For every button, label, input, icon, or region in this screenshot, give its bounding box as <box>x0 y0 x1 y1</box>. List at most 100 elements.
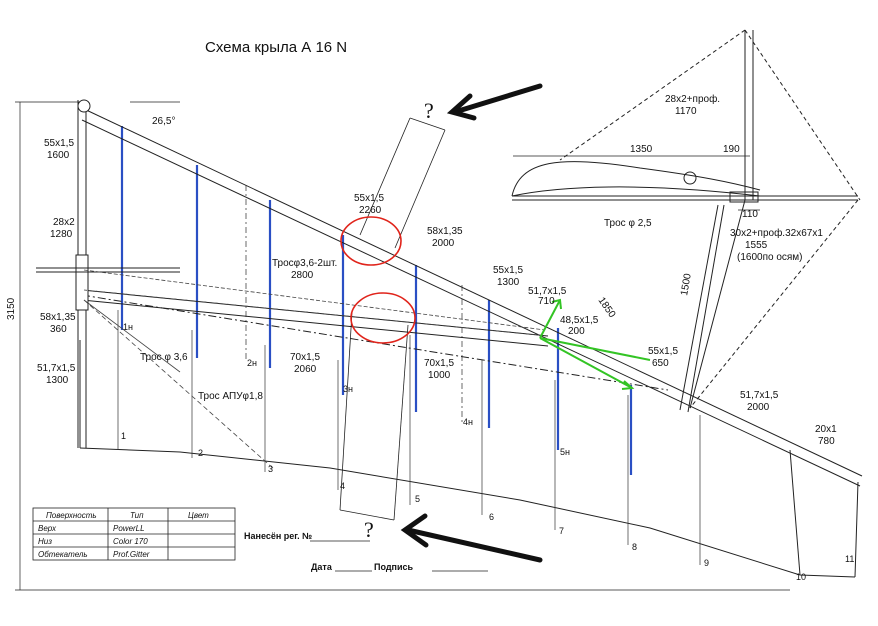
svg-text:30x2+проф.32x67x1: 30x2+проф.32x67x1 <box>730 227 823 239</box>
svg-text:1170: 1170 <box>675 106 697 117</box>
svg-text:2000: 2000 <box>432 238 455 249</box>
svg-text:Тросφ3,6-2шт.: Тросφ3,6-2шт. <box>272 258 337 269</box>
battens <box>120 126 633 475</box>
svg-text:55x1,5: 55x1,5 <box>493 265 523 276</box>
svg-text:1300: 1300 <box>497 277 520 288</box>
svg-text:55x1,5: 55x1,5 <box>354 193 384 204</box>
svg-text:51,7x1,5: 51,7x1,5 <box>740 390 779 401</box>
cables <box>83 269 549 471</box>
svg-text:Поверхность: Поверхность <box>46 511 97 520</box>
svg-text:200: 200 <box>568 326 585 337</box>
svg-text:1300: 1300 <box>46 375 69 386</box>
svg-text:7: 7 <box>559 526 564 536</box>
svg-text:58x1,35: 58x1,35 <box>40 312 76 323</box>
sail-outline <box>79 340 859 578</box>
question-mark-top: ? <box>424 98 434 123</box>
reg-label: Нанесён рег. № <box>244 531 312 541</box>
keel <box>36 99 180 448</box>
svg-text:650: 650 <box>652 358 669 369</box>
svg-text:55x1,5: 55x1,5 <box>648 346 678 357</box>
cable-apu-label: Трос АПУφ1,8 <box>198 391 263 402</box>
svg-text:58x1,35: 58x1,35 <box>427 226 463 237</box>
svg-text:1000: 1000 <box>428 370 451 381</box>
svg-text:8: 8 <box>632 542 637 552</box>
cable-labels: Трос φ 2,5 Трос φ 3,6 Трос АПУφ1,8 <box>140 218 652 402</box>
svg-text:11: 11 <box>845 554 854 564</box>
svg-text:55x1,5: 55x1,5 <box>44 138 74 149</box>
svg-text:1600: 1600 <box>47 150 70 161</box>
svg-text:3н: 3н <box>343 384 353 394</box>
svg-text:51,7x1,5: 51,7x1,5 <box>528 286 567 297</box>
date-label: Дата <box>311 562 333 572</box>
svg-text:9: 9 <box>704 558 709 568</box>
svg-text:2н: 2н <box>247 358 257 368</box>
svg-text:Цвет: Цвет <box>188 511 209 520</box>
cable-25-label: Трос φ 2,5 <box>604 218 652 229</box>
height-label: 3150 <box>6 297 17 320</box>
bottom-label: 110 <box>742 209 758 220</box>
svg-text:Тип: Тип <box>130 511 144 520</box>
svg-text:2800: 2800 <box>291 270 314 281</box>
table-text: Поверхность Тип Цвет Верх PowerLL Низ Co… <box>38 511 209 559</box>
svg-text:Низ: Низ <box>38 537 52 546</box>
svg-text:360: 360 <box>50 324 67 335</box>
mast-label: 1500 <box>679 272 694 296</box>
section-dims <box>15 101 790 591</box>
svg-text:780: 780 <box>818 436 835 447</box>
svg-text:1280: 1280 <box>50 229 73 240</box>
rib-numbers: 1 2 3 4 5 6 7 8 9 10 11 <box>121 431 854 582</box>
svg-text:20x1: 20x1 <box>815 424 837 435</box>
rear-label: 190 <box>723 144 740 155</box>
measure-lines <box>339 117 446 521</box>
svg-text:710: 710 <box>538 296 555 307</box>
svg-text:1: 1 <box>121 431 126 441</box>
cross-section <box>511 29 861 413</box>
batten-labels: 1н 2н 3н 4н 5н <box>123 322 570 457</box>
dim-label: 28x2+проф.1170 <box>665 93 720 117</box>
green-arrows <box>539 298 651 390</box>
diagram-title: Схема крыла А 16 N <box>205 39 347 56</box>
svg-text:51,7x1,5: 51,7x1,5 <box>37 363 76 374</box>
sign-label: Подпись <box>374 562 414 572</box>
svg-text:3: 3 <box>268 464 273 474</box>
question-mark-bottom: ? <box>364 517 374 542</box>
svg-text:Prof.Gitter: Prof.Gitter <box>113 550 150 559</box>
svg-text:4: 4 <box>340 481 345 491</box>
cross-bar <box>81 289 669 391</box>
svg-text:2: 2 <box>198 448 203 458</box>
dashed-ribs <box>245 185 463 425</box>
materials-table <box>32 507 236 561</box>
dim-label: Тросφ3,6-2шт.2800 <box>272 258 337 281</box>
svg-text:2060: 2060 <box>294 364 317 375</box>
svg-text:Color 170: Color 170 <box>113 537 148 546</box>
leading-edge-tube <box>81 107 863 487</box>
rib-lines <box>117 310 701 565</box>
highlight-circles <box>340 216 416 344</box>
svg-text:28x2+проф.: 28x2+проф. <box>665 93 720 105</box>
svg-text:70x1,5: 70x1,5 <box>424 358 454 369</box>
pointer-arrows <box>400 83 543 563</box>
svg-text:6: 6 <box>489 512 494 522</box>
angle-label: 26,5° <box>152 116 175 127</box>
svg-text:10: 10 <box>796 572 806 582</box>
svg-text:28x2: 28x2 <box>53 217 75 228</box>
svg-text:70x1,5: 70x1,5 <box>290 352 320 363</box>
svg-text:5: 5 <box>415 494 420 504</box>
svg-text:2000: 2000 <box>747 402 770 413</box>
